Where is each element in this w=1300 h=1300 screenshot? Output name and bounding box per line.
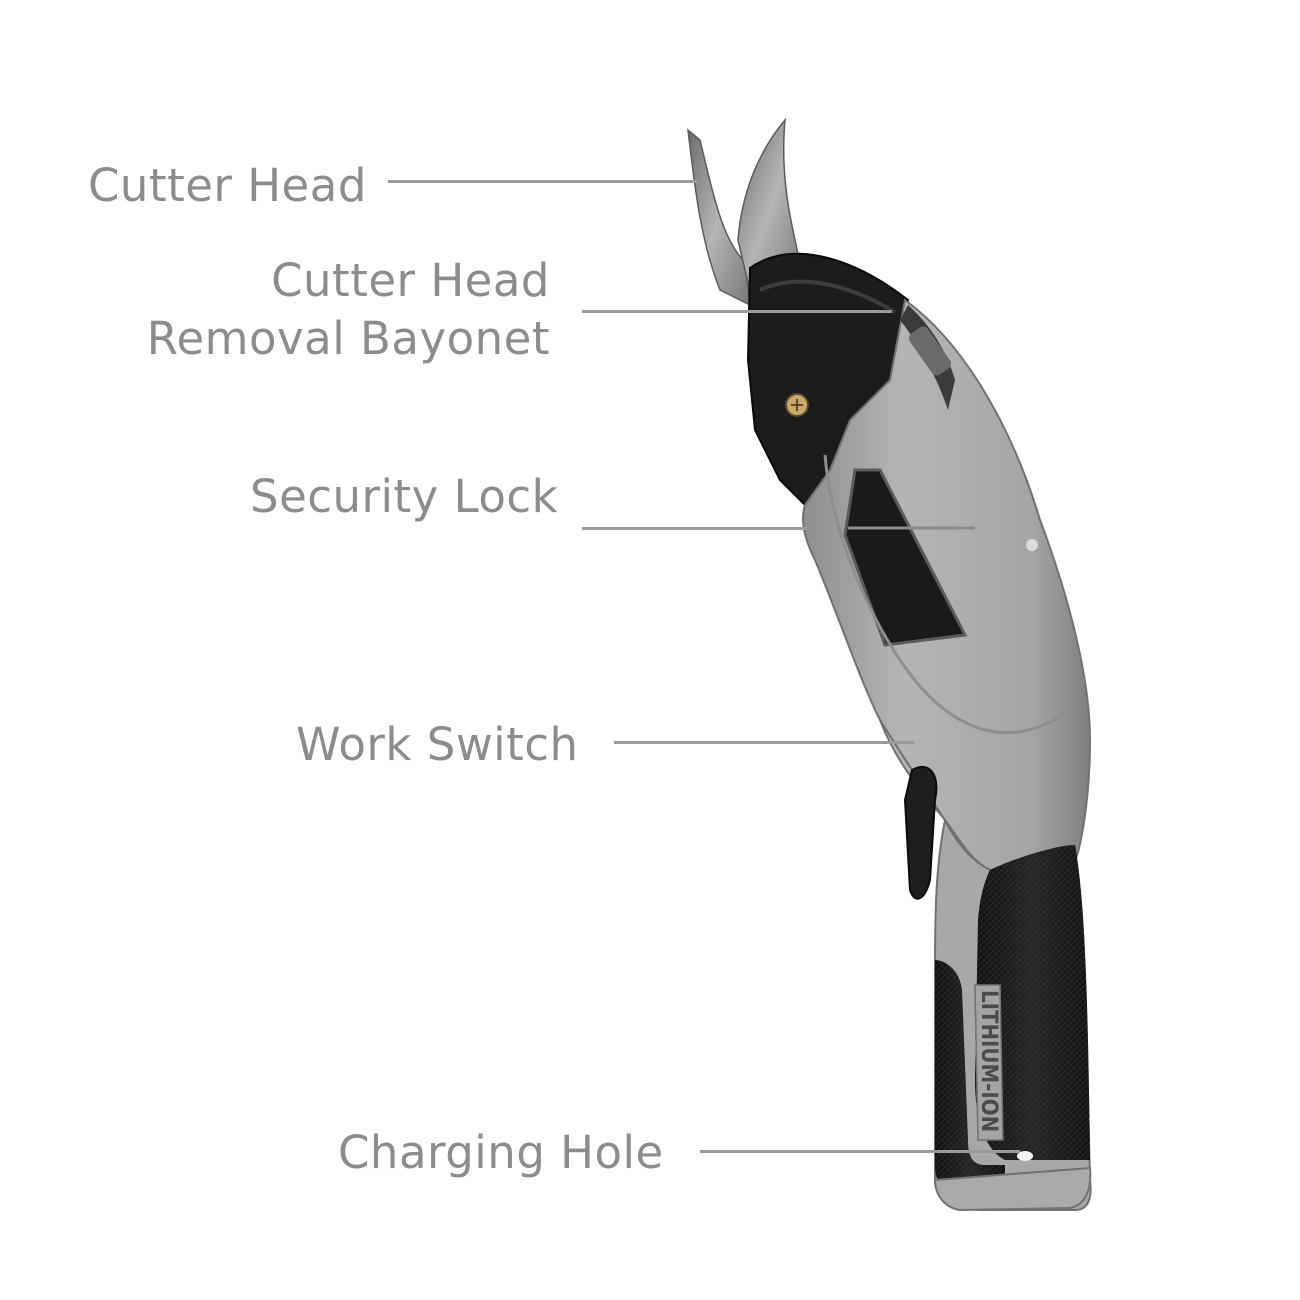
- body-window: [843, 468, 968, 647]
- callout-work-switch: Work Switch: [296, 718, 579, 771]
- callout-charging-hole: Charging Hole: [338, 1126, 664, 1179]
- leader-cutter-head: [388, 180, 698, 183]
- rubber-grip: LITHIUM-ION: [933, 845, 1092, 1212]
- callout-security-lock: Security Lock: [250, 470, 559, 523]
- callout-removal-bayonet: Cutter Head Removal Bayonet: [147, 252, 550, 368]
- leader-removal-bayonet: [582, 310, 892, 313]
- charging-hole: [1017, 1151, 1033, 1161]
- work-switch-trigger: [903, 765, 938, 900]
- lithium-ion-grip-text: LITHIUM-ION: [976, 990, 1001, 1132]
- leader-security-lock: [582, 527, 807, 530]
- callout-cutter-head: Cutter Head: [88, 159, 367, 212]
- callout-removal-bayonet-line2: Removal Bayonet: [146, 312, 550, 365]
- leader-work-switch: [614, 741, 914, 744]
- callout-removal-bayonet-line1: Cutter Head: [271, 254, 550, 307]
- leader-charging-hole: [700, 1150, 1020, 1153]
